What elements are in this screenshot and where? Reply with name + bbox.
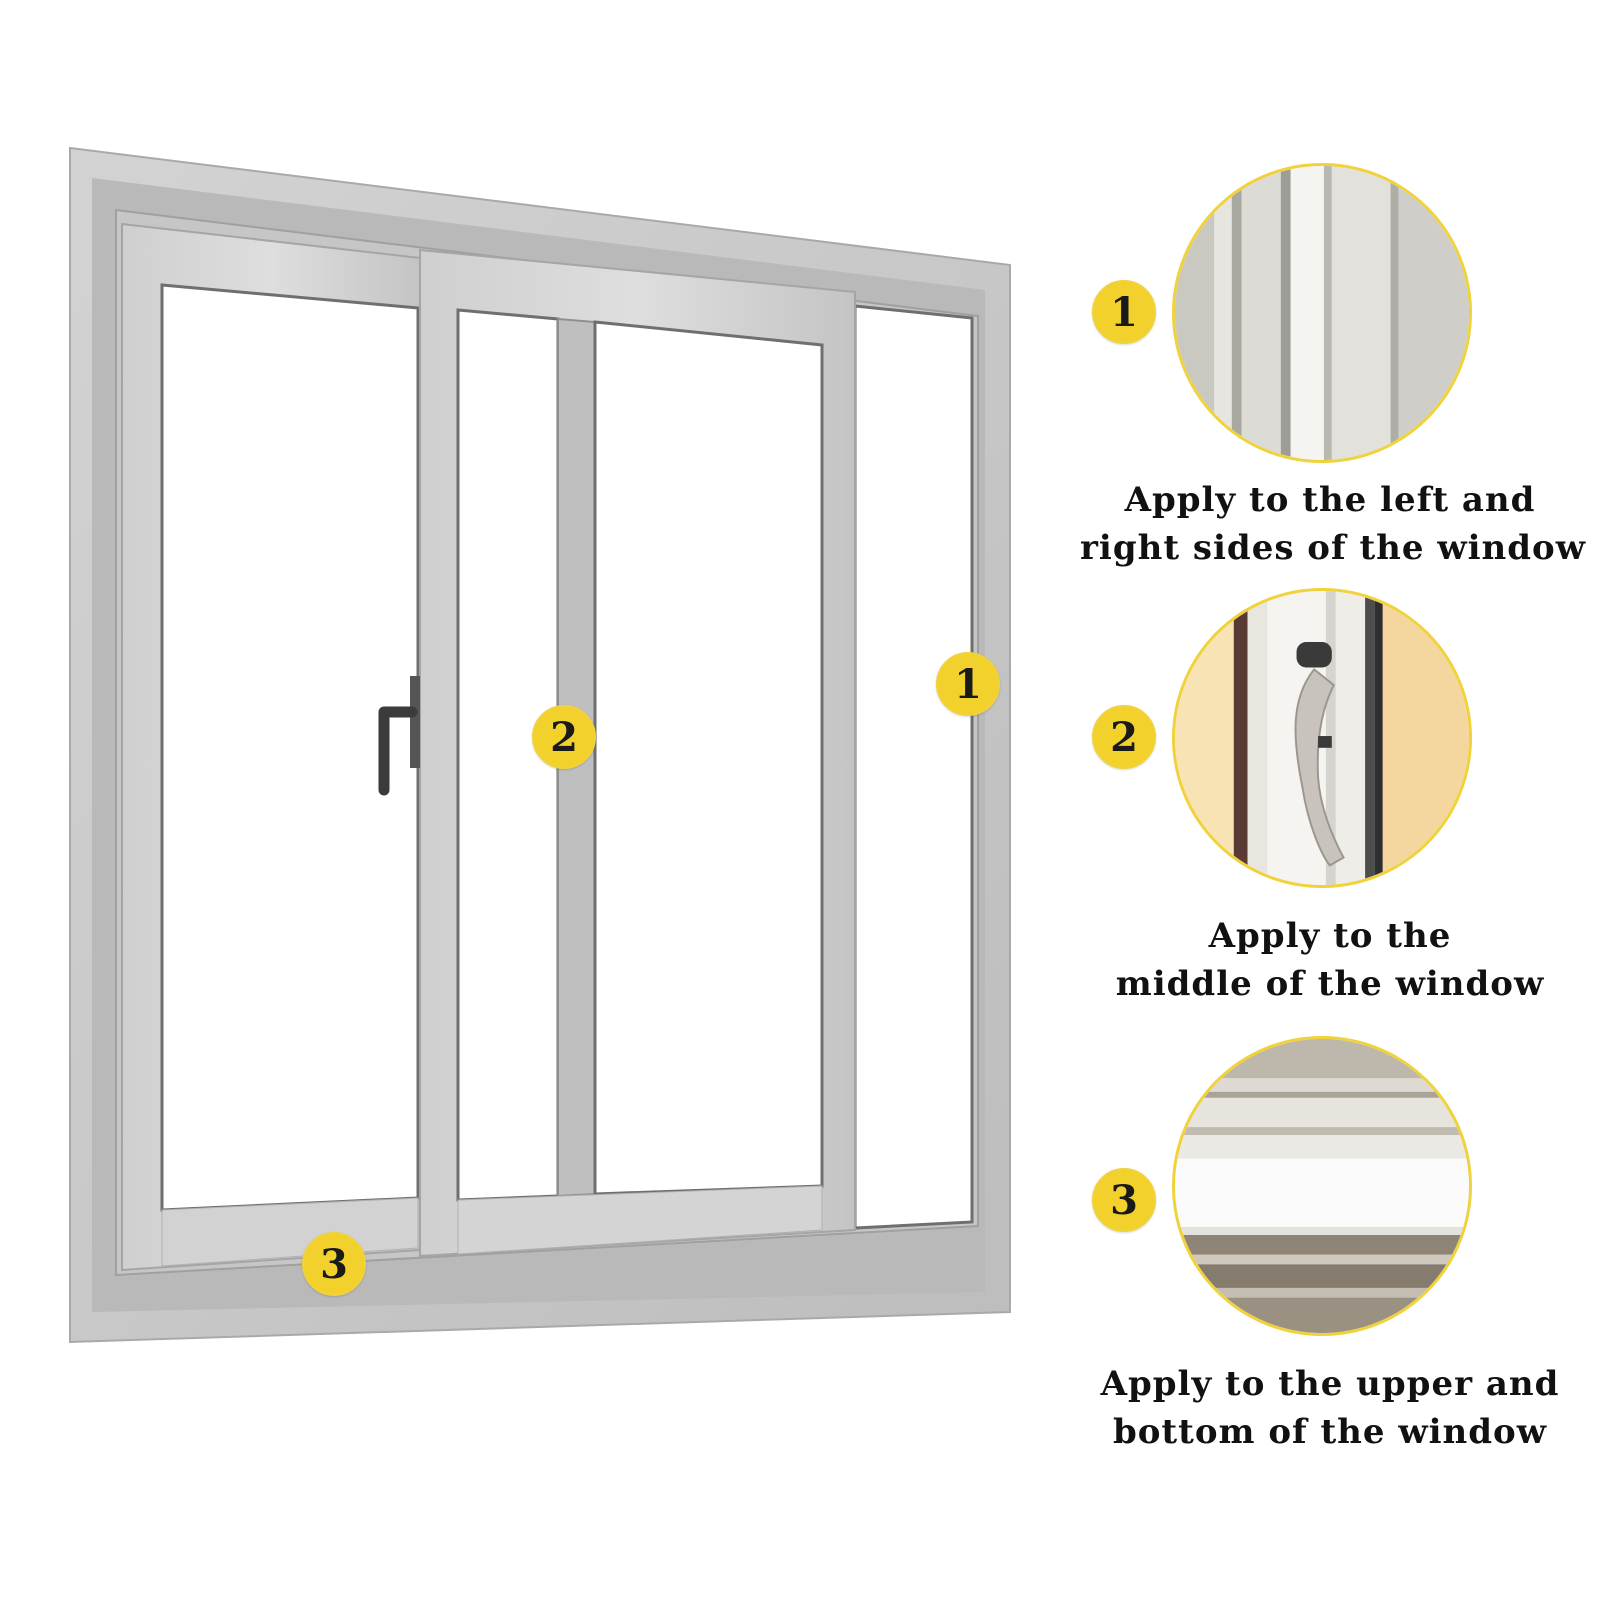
detail-caption-1: Apply to the left and right sides of the…: [1080, 476, 1586, 572]
front-glass-right: [593, 320, 824, 1196]
detail-badge-3: 3: [1092, 1168, 1156, 1232]
caption-3-line-1: Apply to the upper and: [1100, 1364, 1560, 1404]
detail-image-2: [1172, 588, 1472, 888]
detail-badge-2: 2: [1092, 705, 1156, 769]
window-marker-1: 1: [936, 652, 1000, 716]
handle-grip: [378, 706, 418, 796]
caption-1-line-2: right sides of the window: [1080, 528, 1586, 568]
detail-caption-3: Apply to the upper and bottom of the win…: [1080, 1360, 1580, 1456]
window-marker-2: 2: [532, 705, 596, 769]
detail-caption-2: Apply to the middle of the window: [1080, 912, 1580, 1008]
window-handle-icon: [1175, 591, 1469, 885]
weatherstrip-horizontal-icon: [1175, 1039, 1469, 1333]
detail-image-1: [1172, 163, 1472, 463]
weatherstrip-vertical-icon: [1175, 166, 1469, 460]
handle-plate: [410, 676, 420, 768]
caption-3-line-2: bottom of the window: [1112, 1412, 1547, 1452]
detail-badge-1: 1: [1092, 280, 1156, 344]
front-bottom-rail: [457, 1185, 823, 1255]
caption-2-line-2: middle of the window: [1115, 964, 1545, 1004]
caption-2-line-1: Apply to the: [1208, 916, 1452, 956]
window-marker-3: 3: [302, 1232, 366, 1296]
detail-image-3: [1172, 1036, 1472, 1336]
right-glass: [853, 304, 974, 1230]
caption-1-line-1: Apply to the left and: [1124, 480, 1536, 520]
